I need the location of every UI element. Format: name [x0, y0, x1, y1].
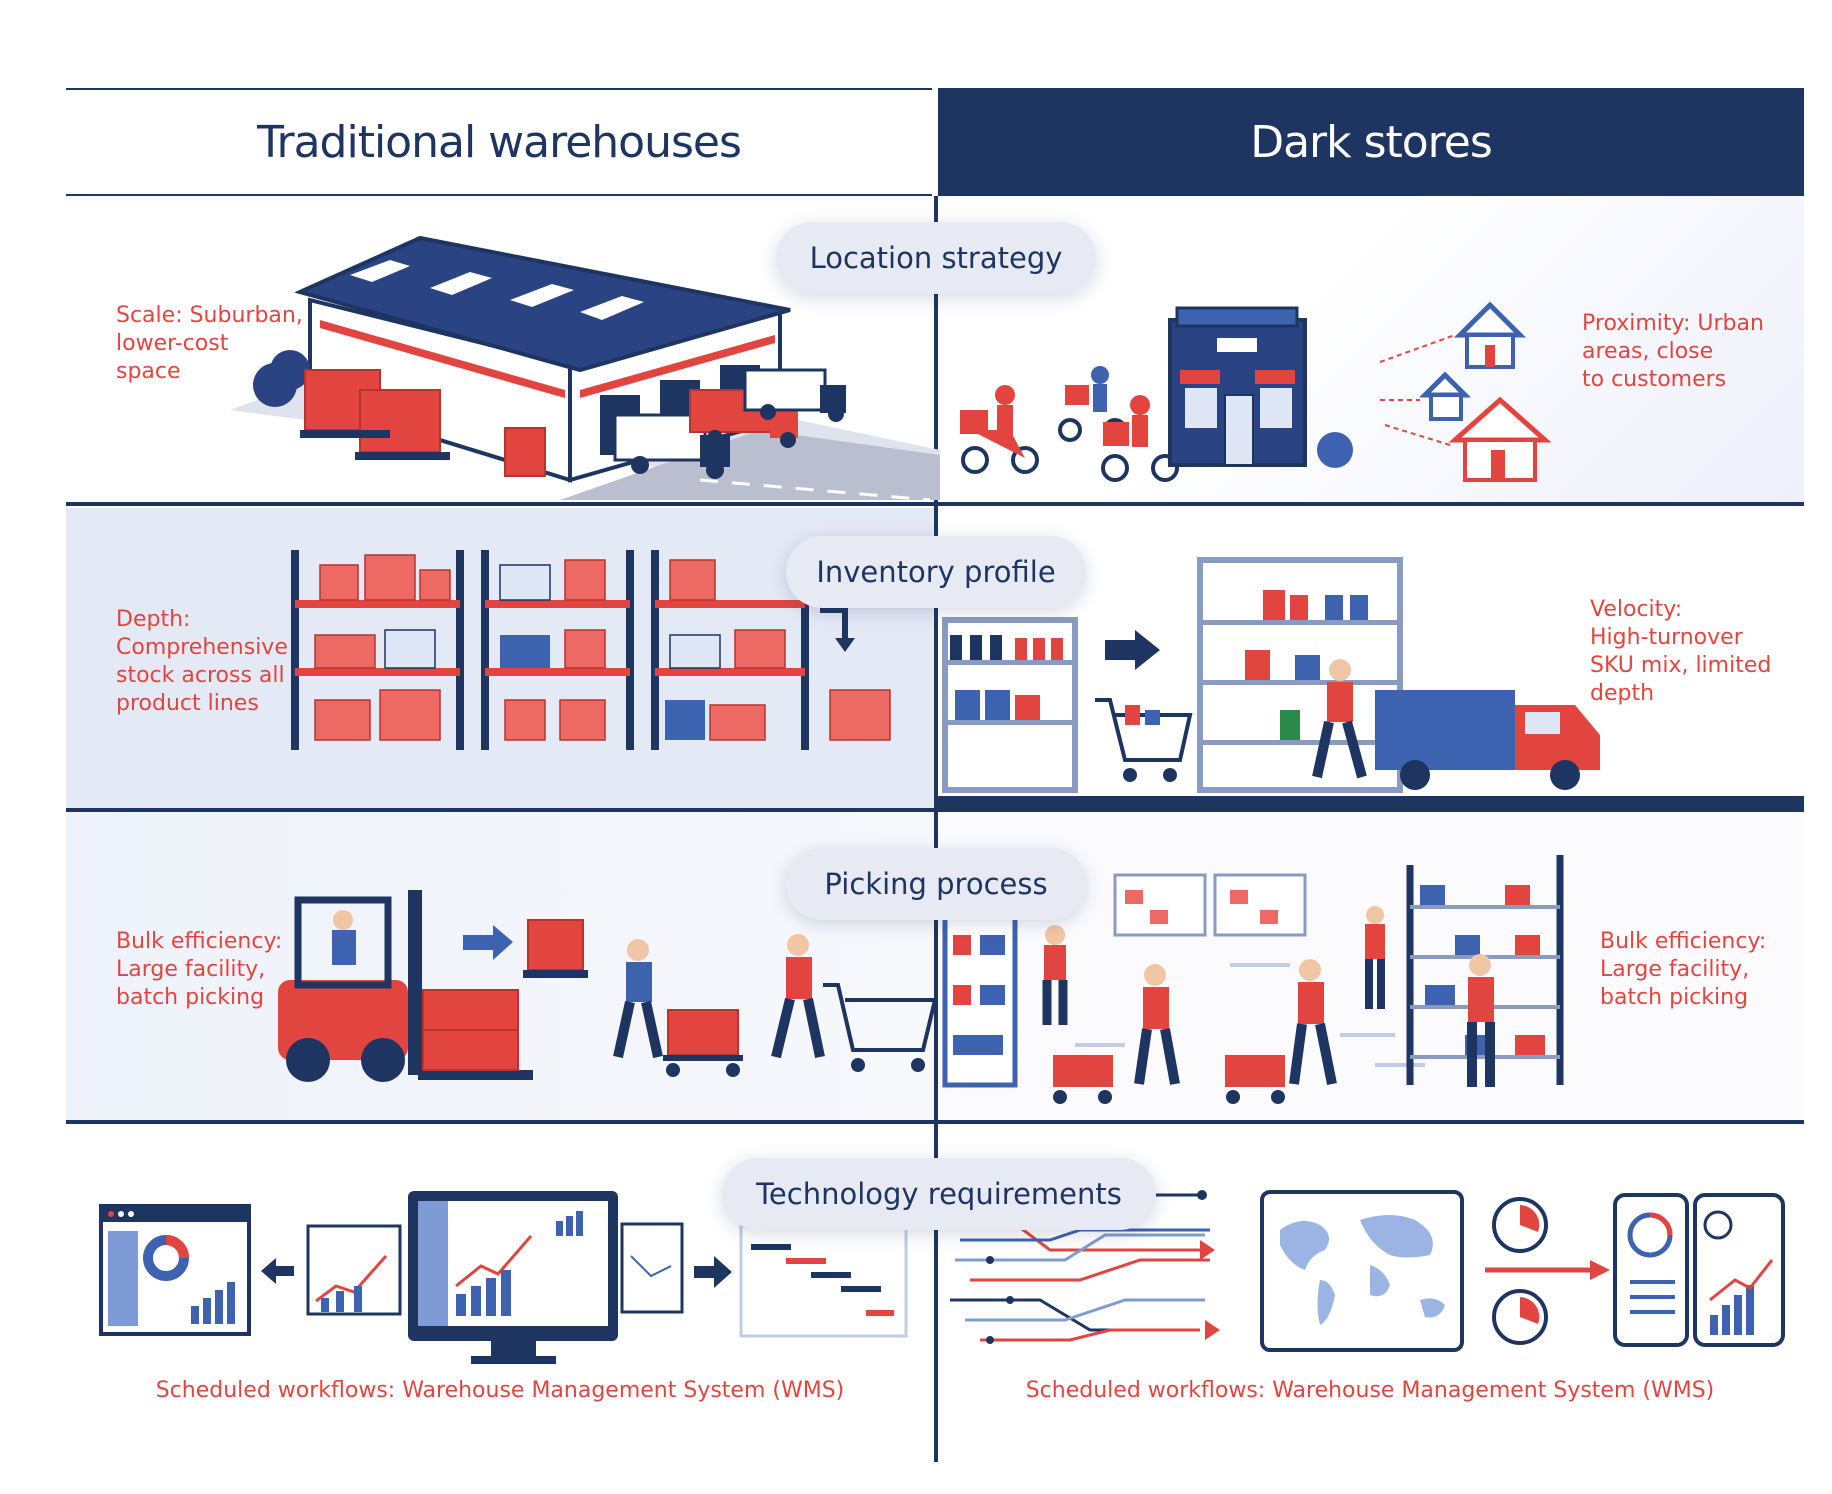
forklift-icon	[278, 890, 938, 1082]
inventory-floor-strip	[938, 796, 1804, 810]
caption-technology-left: Scheduled workflows: Warehouse Managemen…	[155, 1378, 845, 1403]
column-divider	[934, 196, 938, 1462]
worker-icon	[613, 934, 825, 1077]
worker-icon	[942, 855, 1564, 1104]
warehouse-icon	[230, 235, 940, 502]
label-picking-left: Bulk efficiency: Large facility, batch p…	[116, 928, 282, 1012]
label-location-left: Scale: Suburban, lower-cost space	[116, 302, 303, 386]
monitor-icon	[408, 1191, 618, 1364]
label-line: batch picking	[1600, 985, 1749, 1010]
label-line: Depth:	[116, 607, 191, 632]
row-divider-1	[66, 502, 1804, 506]
label-inventory-left: Depth: Comprehensive stock across all pr…	[116, 606, 288, 718]
label-line: lower-cost	[116, 331, 229, 356]
gantt-chart-icon	[739, 1224, 908, 1338]
label-line: product lines	[116, 691, 259, 716]
label-location-right: Proximity: Urban areas, close to custome…	[1582, 310, 1764, 394]
label-line: stock across all	[116, 663, 285, 688]
label-line: Bulk efficiency:	[1600, 929, 1767, 954]
label-inventory-right: Velocity: High-turnover SKU mix, limited…	[1590, 596, 1771, 708]
pill-picking-process: Picking process	[786, 848, 1086, 920]
label-line: High-turnover	[1590, 625, 1743, 650]
phone-icon	[1613, 1193, 1785, 1347]
truck-icon	[1375, 690, 1600, 790]
clock-icon	[1492, 1197, 1548, 1345]
row-divider-2	[66, 808, 1804, 812]
truck-icon	[613, 368, 846, 479]
cart-icon	[942, 557, 1600, 793]
label-line: depth	[1590, 681, 1655, 706]
label-line: areas, close	[1582, 339, 1714, 364]
dashboard-icon	[99, 1191, 908, 1364]
caption-technology-right: Scheduled workflows: Warehouse Managemen…	[1025, 1378, 1715, 1403]
pill-inventory-profile: Inventory profile	[786, 536, 1086, 608]
header-dark-stores: Dark stores	[938, 88, 1804, 196]
label-line: Comprehensive	[116, 635, 288, 660]
house-icon	[1418, 301, 1552, 482]
dark-store-icon	[960, 301, 1552, 482]
world-map-icon	[950, 1190, 1785, 1352]
label-line: SKU mix, limited	[1590, 653, 1772, 678]
label-line: Large facility,	[1600, 957, 1750, 982]
label-line: Scale: Suburban,	[116, 303, 303, 328]
label-line: Bulk efficiency:	[116, 929, 283, 954]
cart-icon	[823, 983, 938, 1052]
label-line: space	[116, 359, 181, 384]
pill-technology-requirements: Technology requirements	[722, 1158, 1156, 1230]
worker-icon	[1312, 659, 1367, 779]
shelf-icon	[291, 550, 891, 750]
label-line: Proximity: Urban	[1582, 311, 1764, 336]
scooter-icon	[960, 366, 1179, 482]
pill-location-strategy: Location strategy	[776, 222, 1096, 294]
label-line: to customers	[1582, 367, 1727, 392]
label-line: batch picking	[116, 985, 265, 1010]
label-picking-right: Bulk efficiency: Large facility, batch p…	[1600, 928, 1766, 1012]
header-traditional-warehouses: Traditional warehouses	[66, 88, 932, 196]
label-line: Velocity:	[1590, 597, 1683, 622]
row-divider-3	[66, 1120, 1804, 1124]
label-line: Large facility,	[116, 957, 266, 982]
